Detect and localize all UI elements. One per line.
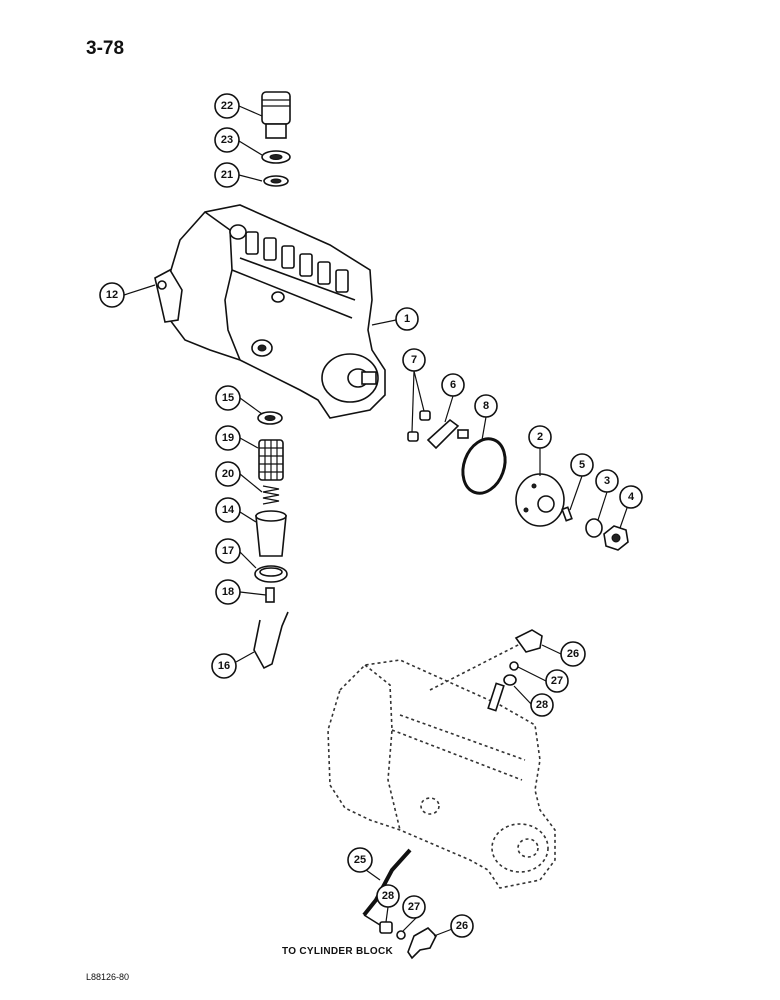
callout-18: 18 [215, 579, 241, 605]
filter-bowl [255, 510, 287, 557]
callout-26-upper: 26 [560, 641, 586, 667]
washer-lower [396, 930, 406, 940]
callout-16: 16 [211, 653, 237, 679]
svg-text:18: 18 [222, 586, 234, 598]
svg-text:20: 20 [222, 468, 234, 480]
callout-3: 3 [595, 469, 619, 493]
svg-text:26: 26 [456, 920, 468, 932]
banjo-bolt-upper [487, 674, 517, 712]
locking-plate [426, 418, 469, 450]
callout-14: 14 [215, 497, 241, 523]
primer-washer [261, 150, 291, 164]
svg-text:23: 23 [221, 134, 233, 146]
filter-gasket [257, 411, 283, 425]
page-number: 3-78 [86, 38, 125, 59]
svg-text:7: 7 [411, 354, 417, 366]
injection-pump-body [167, 204, 386, 419]
lock-washer [585, 518, 603, 538]
washer-upper [509, 661, 519, 671]
callout-7: 7 [402, 348, 426, 372]
svg-text:14: 14 [222, 504, 235, 516]
svg-text:19: 19 [222, 432, 234, 444]
callout-17: 17 [215, 538, 241, 564]
callout-26-lower: 26 [450, 914, 474, 938]
primer-pump-cap [261, 91, 291, 139]
callout-15: 15 [215, 385, 241, 411]
svg-text:8: 8 [483, 400, 489, 412]
svg-text:22: 22 [221, 100, 233, 112]
svg-text:6: 6 [450, 379, 456, 391]
callout-28-upper: 28 [530, 693, 554, 717]
bowl-retaining-ring [254, 565, 288, 583]
callout-12: 12 [99, 282, 125, 308]
svg-text:15: 15 [222, 392, 234, 404]
callout-23: 23 [214, 127, 240, 153]
leader-lines [123, 105, 628, 937]
primer-seal [263, 175, 289, 187]
svg-text:28: 28 [536, 699, 548, 711]
svg-text:17: 17 [222, 545, 234, 557]
callout-21: 21 [214, 162, 240, 188]
o-ring [461, 437, 507, 495]
callout-20: 20 [215, 461, 241, 487]
bowl-bail [253, 611, 289, 670]
svg-text:4: 4 [628, 491, 635, 503]
elbow-fitting-upper [514, 629, 543, 653]
callout-28-lower: 28 [376, 884, 400, 908]
nut-lower [379, 921, 393, 934]
to-cylinder-block-caption: TO CYLINDER BLOCK [282, 946, 394, 957]
callout-2: 2 [528, 425, 552, 449]
callout-8: 8 [474, 394, 498, 418]
callout-4: 4 [619, 485, 643, 509]
governor-lever [154, 268, 183, 323]
callout-5: 5 [570, 453, 594, 477]
drive-key [561, 506, 573, 522]
callout-1: 1 [395, 307, 419, 331]
elbow-fitting-lower [407, 927, 437, 960]
svg-text:12: 12 [106, 289, 118, 301]
svg-text:16: 16 [218, 660, 230, 672]
svg-text:1: 1 [404, 313, 410, 325]
svg-text:2: 2 [537, 431, 543, 443]
hub-nut [603, 525, 629, 551]
figure-code: L88126-80 [86, 972, 130, 982]
svg-text:28: 28 [382, 890, 394, 902]
filter-spring [262, 485, 280, 505]
callout-27-lower: 27 [402, 895, 426, 919]
callout-19: 19 [215, 425, 241, 451]
bowl-bolt [265, 587, 275, 603]
callout-25: 25 [347, 847, 373, 873]
svg-text:25: 25 [354, 854, 366, 866]
svg-text:3: 3 [604, 475, 610, 487]
callout-22: 22 [214, 93, 240, 119]
drive-nuts [407, 410, 431, 442]
svg-text:27: 27 [551, 675, 563, 687]
drive-hub [515, 473, 565, 527]
callout-27-upper: 27 [545, 669, 569, 693]
svg-text:26: 26 [567, 648, 579, 660]
svg-text:5: 5 [579, 459, 585, 471]
pump-reference-outline [327, 643, 556, 889]
callout-6: 6 [441, 373, 465, 397]
filter-element [258, 439, 284, 481]
svg-text:21: 21 [221, 169, 233, 181]
svg-text:27: 27 [408, 901, 420, 913]
